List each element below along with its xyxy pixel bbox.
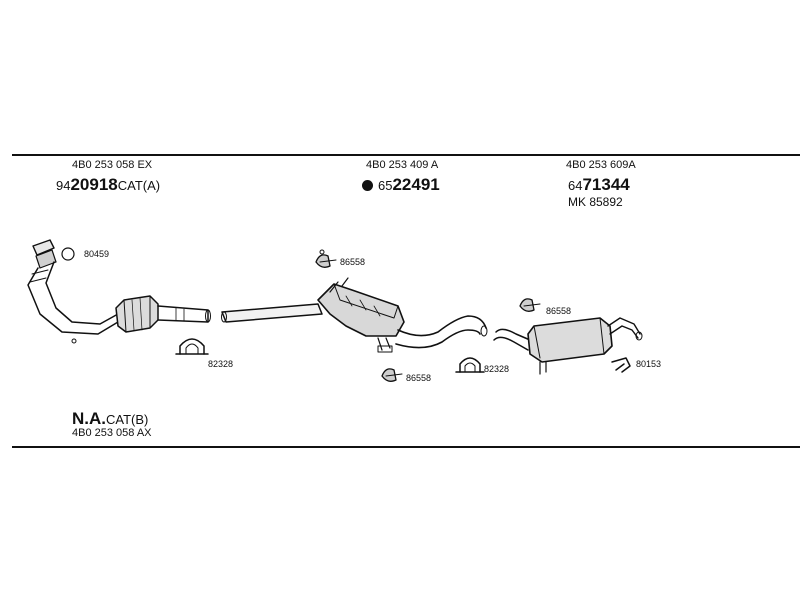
- front-part-main: 20918: [70, 175, 118, 194]
- callout-86558-lower: 86558: [406, 373, 431, 383]
- ring-80459-icon: [61, 247, 75, 261]
- front-part-prefix: 94: [56, 178, 71, 193]
- middle-ref-number: 4B0 253 409 A: [366, 159, 439, 171]
- callout-86558-rear: 86558: [546, 306, 571, 316]
- hanger-86558-rear: [519, 298, 541, 312]
- callout-82328-front: 82328: [208, 359, 233, 369]
- catalytic-converter: [115, 295, 211, 333]
- note-title-main: N.A.: [72, 409, 106, 428]
- rear-ref-number: 4B0 253 609A: [566, 159, 636, 171]
- callout-80153: 80153: [636, 359, 661, 369]
- middle-rear-pipe: [395, 315, 488, 349]
- front-downpipe: [27, 239, 119, 344]
- callout-82328-middle: 82328: [484, 364, 509, 374]
- note-title: N.A.CAT(B): [72, 410, 148, 427]
- middle-silencer: [317, 277, 405, 353]
- hanger-86558-middle: [315, 249, 337, 268]
- rear-mk-number: MK 85892: [568, 195, 623, 209]
- intermediate-pipe: [221, 303, 323, 323]
- note-ref-number: 4B0 253 058 AX: [72, 427, 152, 439]
- bullet-icon: [362, 180, 373, 191]
- clamp-82328-middle: [455, 357, 485, 373]
- rear-part-number: 6471344: [568, 176, 630, 193]
- front-part-suffix: CAT(A): [117, 178, 161, 193]
- bracket-80153: [611, 357, 631, 373]
- middle-part-main: 22491: [392, 175, 440, 194]
- note-title-suffix: CAT(B): [106, 412, 149, 427]
- bottom-divider: [12, 446, 800, 448]
- top-divider: [12, 154, 800, 156]
- rear-part-prefix: 64: [568, 178, 583, 193]
- front-ref-number: 4B0 253 058 EX: [72, 159, 153, 171]
- callout-80459: 80459: [84, 249, 109, 259]
- hanger-86558-lower: [381, 368, 403, 382]
- callout-86558-middle: 86558: [340, 257, 365, 267]
- rear-silencer: [493, 317, 643, 375]
- front-part-number: 9420918CAT(A): [56, 176, 160, 193]
- rear-part-main: 71344: [582, 175, 630, 194]
- clamp-82328-front: [175, 338, 209, 355]
- middle-part-number: 6522491: [362, 176, 440, 193]
- middle-part-prefix: 65: [378, 178, 393, 193]
